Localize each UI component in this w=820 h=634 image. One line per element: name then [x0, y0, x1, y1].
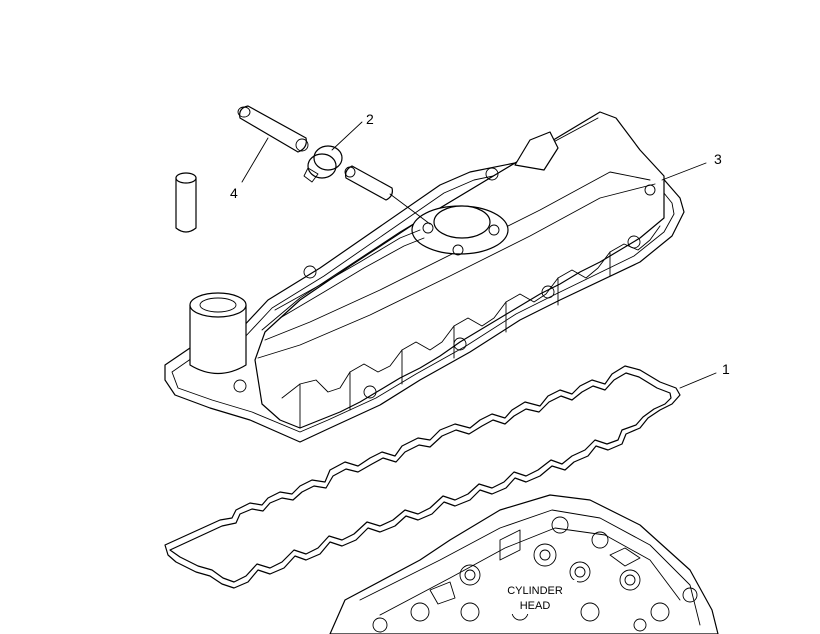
valve-cover-gasket [164, 365, 681, 589]
breather-cap [411, 205, 509, 256]
cylinder-head-bolt-bosses [372, 516, 698, 633]
valve-cover-bolt-holes [233, 167, 656, 399]
hose-clamp [303, 145, 343, 183]
callout-2-clamp: 2 [366, 111, 374, 127]
cylinder-head-label-line1: CYLINDER [507, 585, 563, 597]
cylinder-head: CYLINDER HEAD [329, 494, 719, 634]
breather-tube [344, 165, 431, 225]
callout-1-gasket: 1 [722, 361, 730, 377]
leader-lines [241, 121, 717, 389]
callout-4-hose: 4 [230, 185, 238, 201]
valve-cover [164, 111, 685, 443]
oil-filler-neck [189, 292, 247, 375]
loose-hose-section [175, 172, 197, 233]
callout-3-valve-cover: 3 [714, 151, 722, 167]
breather-hose [237, 105, 309, 153]
cylinder-head-label-line2: HEAD [520, 600, 551, 612]
